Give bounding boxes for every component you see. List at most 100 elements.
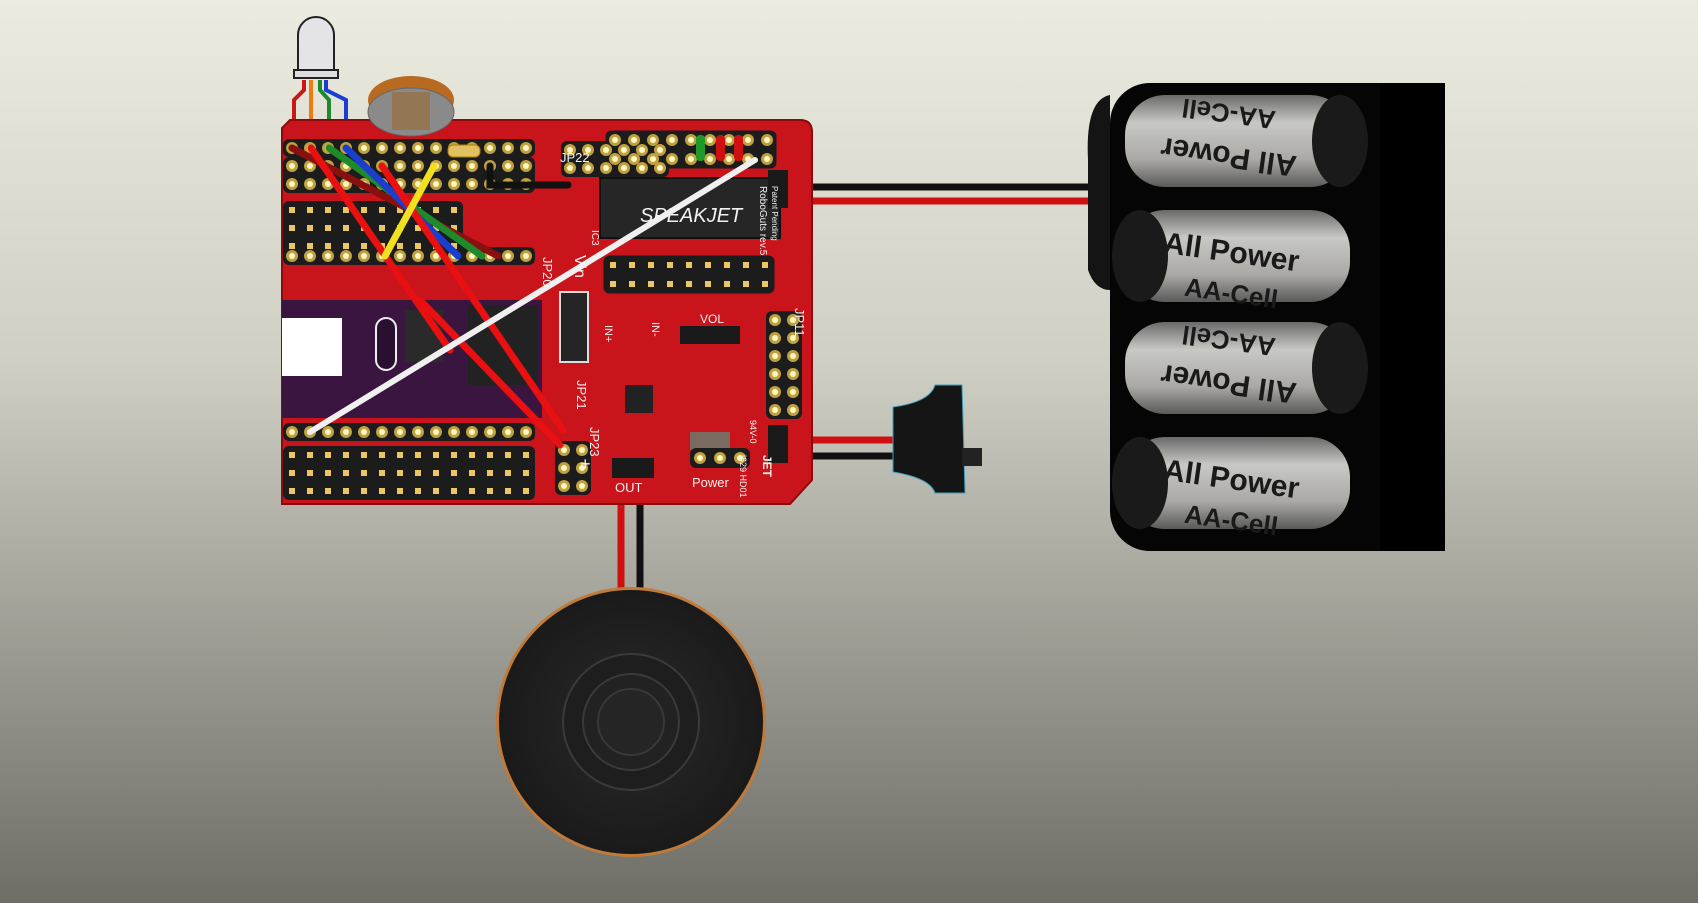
header-pin <box>379 207 385 213</box>
code-text: i629 HD01 <box>738 455 748 498</box>
header-pin <box>451 243 457 249</box>
header-pin <box>379 470 385 476</box>
power-switch[interactable] <box>892 384 982 494</box>
header-pin <box>487 488 493 494</box>
header-pin <box>289 225 295 231</box>
resistor <box>447 144 481 158</box>
header-pin <box>762 262 768 268</box>
label-jp21: JP21 <box>574 380 589 410</box>
header-pin <box>487 470 493 476</box>
header-pin <box>397 452 403 458</box>
header-pin <box>610 262 616 268</box>
label-power: Power <box>692 475 730 490</box>
header-pin <box>397 488 403 494</box>
header-pin <box>505 470 511 476</box>
header-pin <box>361 452 367 458</box>
header-pin <box>415 488 421 494</box>
header-pin <box>307 243 313 249</box>
label-in-minus: IN- <box>649 322 661 337</box>
header-pin <box>610 281 616 287</box>
header-pin <box>629 281 635 287</box>
label-jp20: JP20 <box>540 257 555 287</box>
header-pin <box>487 452 493 458</box>
header-pin <box>667 281 673 287</box>
header-pin <box>451 207 457 213</box>
header-pin <box>343 470 349 476</box>
proto-row-top <box>283 139 535 157</box>
header-pin <box>724 262 730 268</box>
header-pin <box>433 207 439 213</box>
header-pin <box>397 207 403 213</box>
label-in-plus: IN+ <box>602 325 614 342</box>
header-pin <box>343 225 349 231</box>
header-pin <box>648 281 654 287</box>
header-pin <box>415 470 421 476</box>
header-pin <box>648 262 654 268</box>
photoresistor <box>367 76 455 137</box>
header-pin <box>724 281 730 287</box>
header-pin <box>325 225 331 231</box>
battery-holder <box>1087 83 1445 551</box>
label-jp22: JP22 <box>560 150 590 165</box>
header-pin <box>307 452 313 458</box>
battery-wires <box>785 183 1105 205</box>
patent-text: Patent Pending <box>770 186 779 241</box>
rating-text: 94V-0 <box>748 420 758 444</box>
header-pin <box>307 225 313 231</box>
header-pin <box>397 470 403 476</box>
vol-jumper <box>680 326 740 344</box>
header-pin <box>433 488 439 494</box>
header-pin <box>307 488 313 494</box>
header-pin <box>505 488 511 494</box>
header-pin <box>415 452 421 458</box>
label-ic3: IC3 <box>589 230 600 246</box>
header-pin <box>469 470 475 476</box>
plus-sign: + <box>580 454 591 474</box>
header-pin <box>343 452 349 458</box>
header-pin <box>325 207 331 213</box>
header-pin <box>686 281 692 287</box>
status-led <box>696 135 705 161</box>
header-pin <box>505 452 511 458</box>
label-jp23: JP23 <box>587 427 602 457</box>
header-pin <box>325 452 331 458</box>
header-pin <box>433 470 439 476</box>
chip-label: SPEAKJET <box>640 205 744 227</box>
status-led <box>734 135 743 161</box>
header-pin <box>433 452 439 458</box>
header-pin <box>379 488 385 494</box>
label-jp11: JP11 <box>792 308 807 337</box>
header-pin <box>289 488 295 494</box>
bottom-header-block <box>283 446 535 500</box>
header-pin <box>289 243 295 249</box>
header-pin <box>361 207 367 213</box>
rgb-led <box>292 16 348 128</box>
header-pin <box>361 470 367 476</box>
header-pin <box>379 452 385 458</box>
header-pin <box>289 470 295 476</box>
header-pin <box>523 470 529 476</box>
header-pin <box>307 470 313 476</box>
header-pin <box>343 488 349 494</box>
header-pin <box>415 243 421 249</box>
regulator <box>559 291 589 363</box>
status-led <box>716 135 725 161</box>
speaker <box>496 587 766 857</box>
header-pin <box>743 281 749 287</box>
header-pin <box>361 488 367 494</box>
board-name: RoboGuts rev.5 <box>757 186 768 256</box>
header-pin <box>397 243 403 249</box>
header-pin <box>343 207 349 213</box>
header-pin <box>325 243 331 249</box>
label-out: OUT <box>615 480 643 495</box>
header-pin <box>307 207 313 213</box>
maker-text: JET <box>760 455 774 478</box>
header-pin <box>705 281 711 287</box>
header-pin <box>523 488 529 494</box>
header-pin <box>433 225 439 231</box>
header-pin <box>361 243 367 249</box>
header-pin <box>451 488 457 494</box>
